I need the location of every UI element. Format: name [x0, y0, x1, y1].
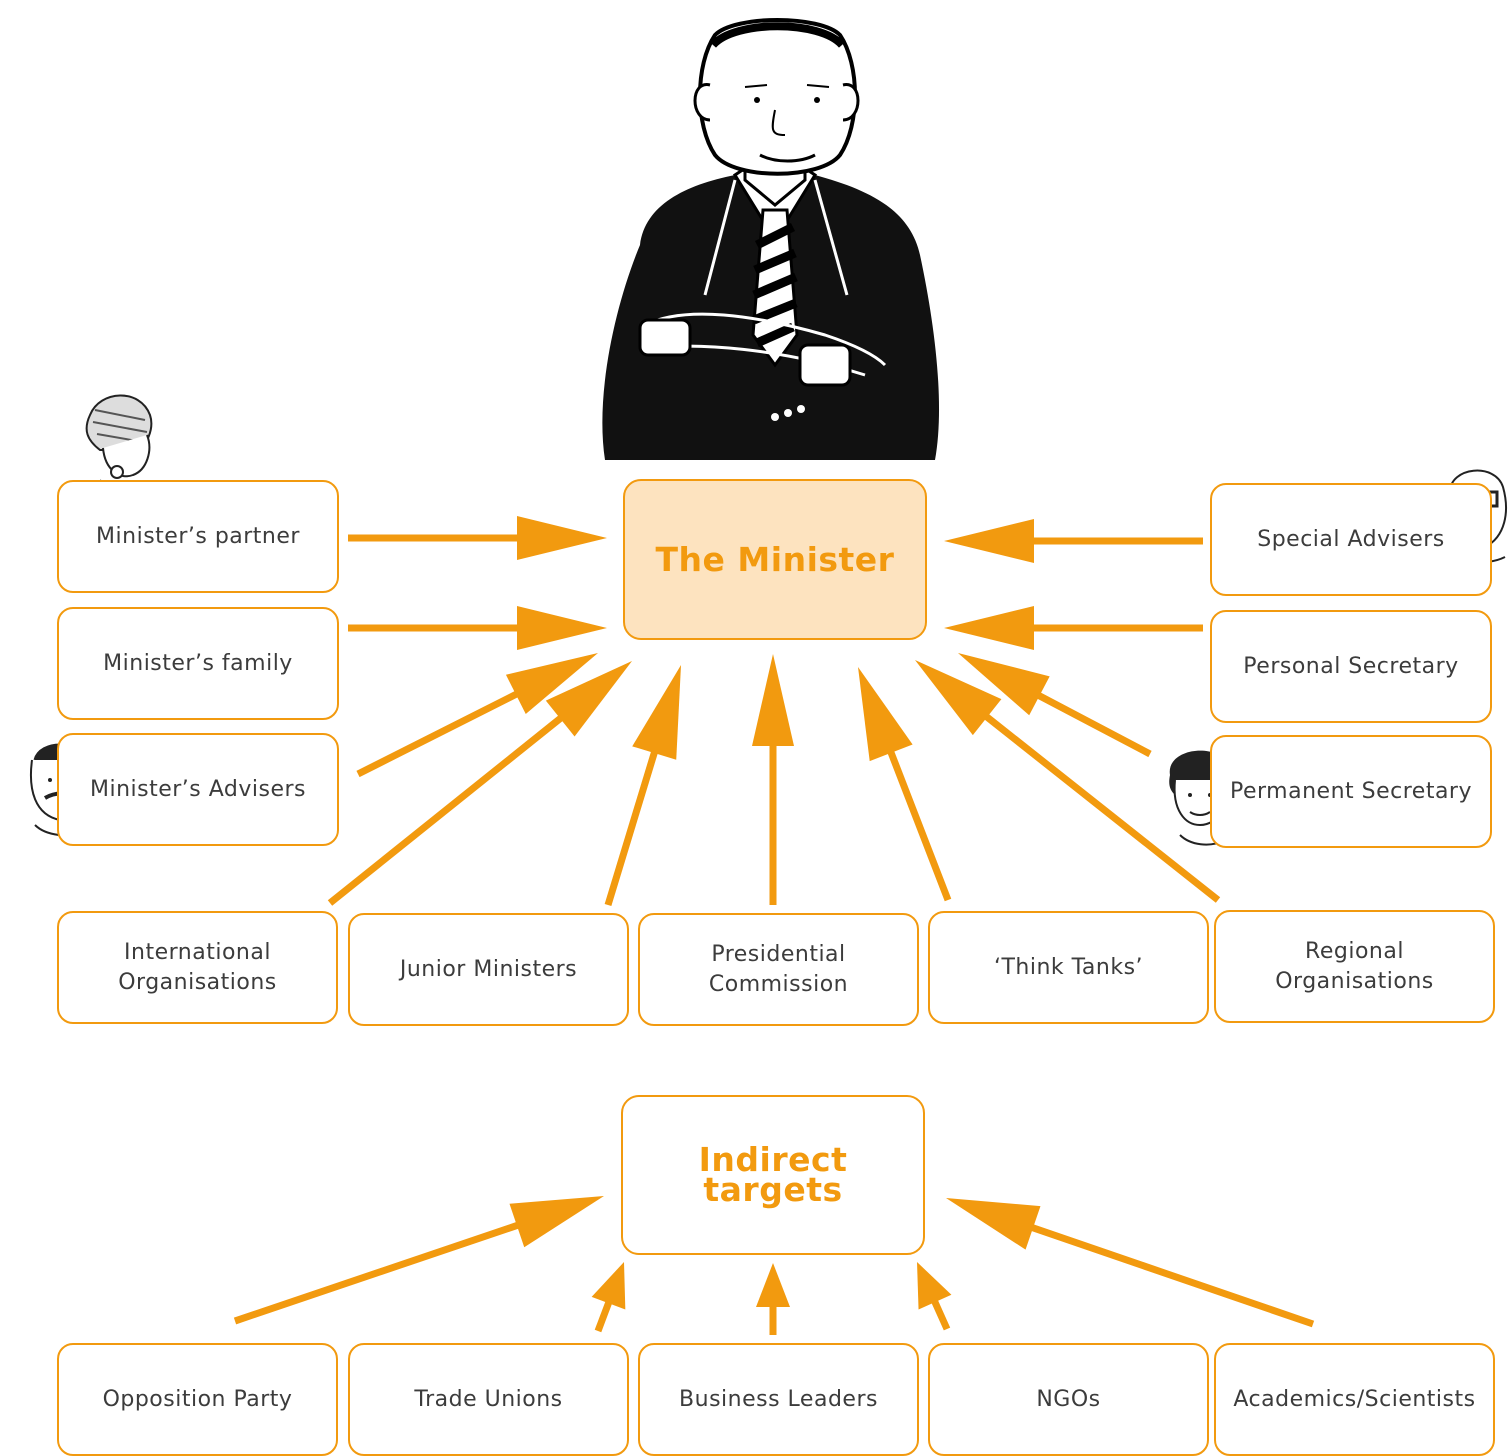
arrow-personal-sec-head: [944, 606, 1034, 650]
partner-face: [85, 394, 153, 496]
arrow-family: [348, 606, 607, 650]
box-academics-scientists: Academics/Scientists: [1214, 1343, 1495, 1456]
arrow-academics-shaft: [1029, 1223, 1315, 1328]
arrow-international: [327, 661, 632, 906]
arrow-regional: [915, 660, 1221, 903]
arrow-advisers: [356, 653, 598, 778]
arrow-permanent-sec-shaft: [1036, 691, 1152, 758]
box-label: Personal Secretary: [1243, 653, 1459, 679]
box-label: NGOs: [1036, 1386, 1101, 1412]
box-presidential-commission: Presidential Commission: [638, 913, 919, 1026]
arrow-junior-shaft: [604, 750, 659, 907]
box-label: Presidential Commission: [708, 941, 849, 997]
arrow-opposition-shaft: [233, 1221, 520, 1325]
arrow-international-head: [545, 661, 632, 737]
arrow-personal-sec: [944, 606, 1203, 650]
box-ministers-advisers: Minister’s Advisers: [57, 733, 339, 846]
arrow-academics-head: [946, 1198, 1041, 1250]
arrow-think-tanks-shaft: [887, 749, 952, 902]
arrow-opposition-head: [509, 1196, 604, 1248]
box-label: Trade Unions: [414, 1386, 563, 1412]
indirect-targets-label: Indirect targets: [698, 1140, 848, 1209]
box-label: Minister’s family: [103, 650, 293, 676]
arrow-special-advisers: [944, 519, 1203, 563]
box-label: Minister’s partner: [96, 523, 300, 549]
box-special-advisers: Special Advisers: [1210, 483, 1492, 596]
arrow-special-advisers-head: [944, 519, 1034, 563]
arrow-partner: [348, 516, 607, 560]
arrow-regional-head: [915, 660, 1002, 736]
arrow-family-head: [517, 606, 607, 650]
arrow-academics: [946, 1198, 1315, 1328]
box-international-organisations: International Organisations: [57, 911, 338, 1024]
box-label: ‘Think Tanks’: [993, 954, 1144, 980]
arrow-ngos: [917, 1262, 952, 1331]
arrow-advisers-shaft: [356, 690, 520, 778]
arrow-permanent-sec-head: [958, 653, 1050, 716]
arrow-presidential-head: [752, 654, 794, 746]
arrow-advisers-head: [505, 653, 598, 715]
arrow-international-shaft: [327, 714, 564, 906]
box-label: Regional Organisations: [1275, 938, 1434, 994]
arrow-trade-unions: [591, 1262, 626, 1333]
box-label: Special Advisers: [1257, 526, 1445, 552]
arrow-opposition: [233, 1196, 604, 1325]
minister-label: The Minister: [655, 539, 895, 579]
box-personal-secretary: Personal Secretary: [1210, 610, 1492, 723]
arrow-business: [756, 1263, 790, 1335]
box-label: Minister’s Advisers: [89, 776, 307, 802]
arrow-trade-unions-shaft: [594, 1300, 613, 1333]
box-trade-unions: Trade Unions: [348, 1343, 629, 1456]
arrow-business-head: [756, 1263, 790, 1307]
box-think-tanks: ‘Think Tanks’: [928, 911, 1209, 1024]
arrow-regional-shaft: [983, 713, 1221, 903]
arrow-presidential: [752, 654, 794, 905]
box-junior-ministers: Junior Ministers: [348, 913, 629, 1026]
box-regional-organisations: Regional Organisations: [1214, 910, 1495, 1023]
box-business-leaders: Business Leaders: [638, 1343, 919, 1456]
box-ngos: NGOs: [928, 1343, 1209, 1456]
box-label: International Organisations: [118, 939, 277, 995]
indirect-targets-box: Indirect targets: [621, 1095, 925, 1255]
minister-illustration: [602, 18, 940, 460]
minister-box: The Minister: [623, 479, 927, 640]
arrow-partner-head: [517, 516, 607, 560]
arrow-think-tanks-head: [858, 667, 913, 762]
arrow-junior-head: [632, 665, 681, 760]
box-label: Permanent Secretary: [1230, 778, 1472, 804]
box-label: Junior Ministers: [399, 956, 578, 982]
box-ministers-family: Minister’s family: [57, 607, 339, 720]
arrow-permanent-sec: [958, 653, 1152, 758]
box-ministers-partner: Minister’s partner: [57, 480, 339, 593]
box-label: Opposition Party: [102, 1386, 293, 1412]
arrow-trade-unions-head: [591, 1262, 626, 1310]
arrow-ngos-head: [917, 1262, 952, 1310]
box-opposition-party: Opposition Party: [57, 1343, 338, 1456]
box-label: Academics/Scientists: [1233, 1386, 1476, 1412]
arrow-ngos-shaft: [930, 1298, 951, 1331]
arrow-think-tanks: [858, 667, 952, 902]
arrow-junior: [604, 665, 681, 907]
box-label: Business Leaders: [679, 1386, 878, 1412]
box-permanent-secretary: Permanent Secretary: [1210, 735, 1492, 848]
